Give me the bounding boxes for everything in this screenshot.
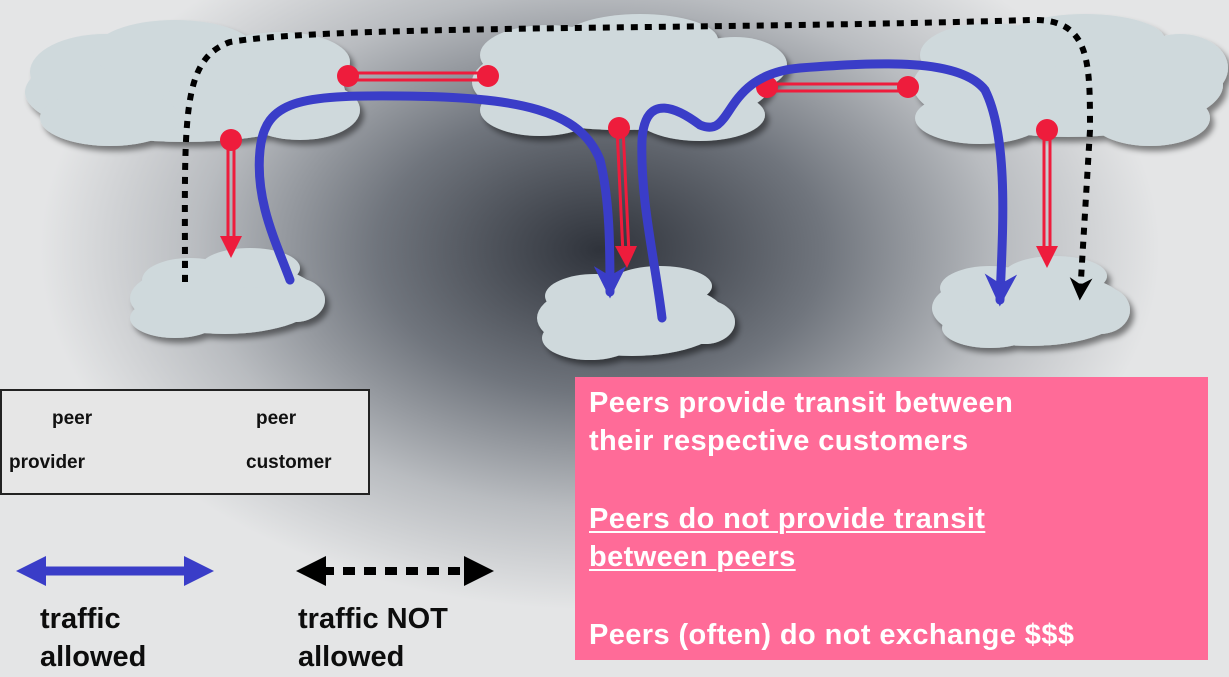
- info-line-2: their respective customers: [589, 425, 969, 457]
- traffic-not-allowed-line2: allowed: [298, 641, 405, 673]
- provider-cloud-middle: [472, 14, 787, 141]
- provider-customer-link-left: [220, 129, 242, 258]
- info-line-4: between peers: [589, 541, 796, 573]
- legend-provider-label: provider: [9, 452, 86, 473]
- allowed-traffic-path-right: [637, 59, 1018, 323]
- provider-cloud-left: [25, 20, 360, 146]
- traffic-allowed-line2: allowed: [40, 641, 147, 673]
- legend-customer-label: customer: [246, 452, 332, 473]
- provider-customer-link-right: [1036, 119, 1058, 268]
- provider-cloud-right: [913, 14, 1228, 146]
- info-box: [575, 377, 1208, 660]
- provider-customer-link-middle: [608, 117, 637, 268]
- info-line-5: Peers (often) do not exchange $$$: [589, 619, 1075, 651]
- peer-link-middle-right: [756, 76, 919, 98]
- info-line-1: Peers provide transit between: [589, 387, 1014, 419]
- legend-peer-right-label: peer: [256, 408, 297, 429]
- traffic-not-allowed-label: traffic NOT allowed: [298, 600, 448, 676]
- customer-cloud-right: [932, 256, 1130, 348]
- peer-link-left-middle: [337, 65, 499, 87]
- traffic-allowed-label: traffic allowed: [40, 600, 146, 676]
- legend-peer-left-label: peer: [52, 408, 93, 429]
- traffic-not-allowed-arrow: [296, 556, 494, 586]
- relationship-legend: [0, 389, 370, 495]
- info-line-3: Peers do not provide transit: [589, 503, 986, 535]
- customer-cloud-left: [130, 248, 325, 338]
- traffic-allowed-line1: traffic: [40, 603, 121, 635]
- traffic-not-allowed-line1: traffic NOT: [298, 603, 448, 635]
- customer-cloud-middle: [537, 266, 735, 360]
- traffic-allowed-arrow: [16, 556, 214, 586]
- allowed-traffic-path-left: [254, 91, 627, 299]
